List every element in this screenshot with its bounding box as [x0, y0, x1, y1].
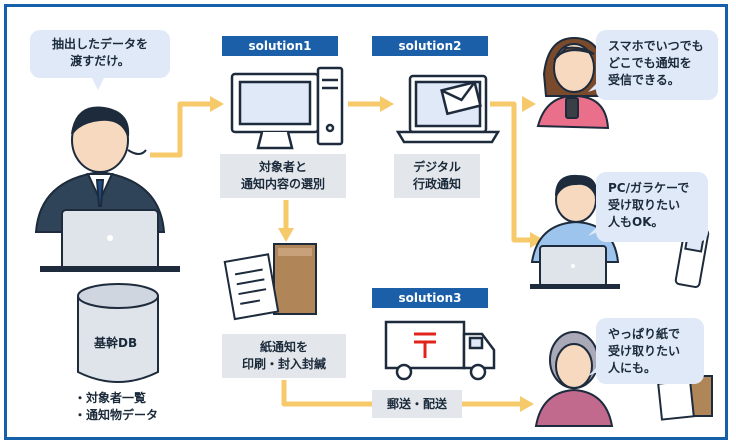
laptop-mail-icon: [395, 74, 501, 144]
digital-label-line-1: デジタル: [413, 160, 461, 174]
arrow-laptop-to-recipients: [490, 101, 530, 243]
arrow-print-to-delivery: [281, 380, 372, 407]
operator-bubble-line-1: 抽出したデータを: [51, 37, 148, 51]
man-laptop-icon: [530, 174, 620, 289]
smartphone-bubble-text: スマホでいつでも どこでも通知を 受信できる。: [608, 38, 716, 89]
pc-bubble-line-1: PC/ガラケーで: [608, 181, 690, 195]
operator-speech-bubble: [30, 30, 170, 90]
arrow-operator-to-pc: [150, 101, 210, 158]
select-label-line-1: 対象者と: [258, 160, 307, 174]
pc-bubble-text: PC/ガラケーで 受け取りたい 人もOK。: [608, 180, 706, 231]
elderly-woman-envelope-icon: [534, 331, 713, 427]
arrowhead-1: [210, 96, 224, 112]
database-item-1: ・対象者一覧: [74, 391, 147, 405]
database-item-2: ・通知物データ: [74, 408, 159, 422]
smartphone-bubble-line-3: 受信できる。: [608, 73, 680, 87]
print-label-line-2: 印刷・封入封緘: [241, 357, 326, 371]
flow-arrows: [150, 101, 530, 407]
paper-bubble-line-1: やっぱり紙で: [608, 327, 681, 341]
select-step-label: 対象者と 通知内容の選別: [220, 154, 346, 198]
solution3-badge: solution3: [372, 288, 488, 308]
paper-speech-bubble: [588, 318, 704, 384]
arrowhead-4: [530, 232, 544, 248]
smartphone-speech-bubble: [588, 30, 718, 100]
desktop-pc-icon: [230, 66, 344, 150]
select-label-line-2: 通知内容の選別: [240, 177, 325, 191]
print-label-line-1: 紙通知を: [259, 340, 308, 354]
arrowhead-3: [522, 96, 536, 112]
paper-bubble-line-2: 受け取りたい: [608, 344, 681, 358]
delivery-truck-icon: [384, 320, 496, 381]
pc-bubble-line-2: 受け取りたい: [608, 198, 681, 212]
smartphone-bubble-line-1: スマホでいつでも: [608, 39, 704, 53]
solution1-badge: solution1: [222, 36, 338, 56]
arrowhead-6: [520, 396, 534, 412]
digital-label-line-2: 行政通知: [412, 177, 461, 191]
arrowhead-5: [278, 228, 294, 242]
digital-step-label: デジタル 行政通知: [394, 154, 480, 198]
paper-bubble-text: やっぱり紙で 受け取りたい 人にも。: [608, 326, 702, 377]
paper-bubble-line-3: 人にも。: [608, 361, 657, 375]
database-items: ・対象者一覧 ・通知物データ: [74, 390, 158, 424]
solution2-badge: solution2: [372, 36, 488, 56]
smartphone-bubble-line-2: どこでも通知を: [608, 56, 692, 70]
pc-bubble-line-3: 人もOK。: [608, 215, 664, 229]
operator-bubble-text: 抽出したデータを 渡すだけ。: [30, 36, 170, 70]
operator-bubble-line-2: 渡すだけ。: [70, 54, 130, 68]
operator-icon: [34, 106, 180, 272]
print-step-label: 紙通知を 印刷・封入封緘: [222, 334, 346, 378]
arrow-heads: [210, 96, 544, 412]
database-name: 基幹DB: [94, 336, 138, 350]
documents-box-icon: [223, 243, 317, 321]
pc-speech-bubble: [588, 172, 708, 242]
database-icon: [77, 283, 159, 383]
delivery-step-label: 郵送・配送: [372, 390, 462, 418]
woman-smartphone-icon: [536, 36, 610, 130]
arrowhead-2: [380, 96, 394, 112]
